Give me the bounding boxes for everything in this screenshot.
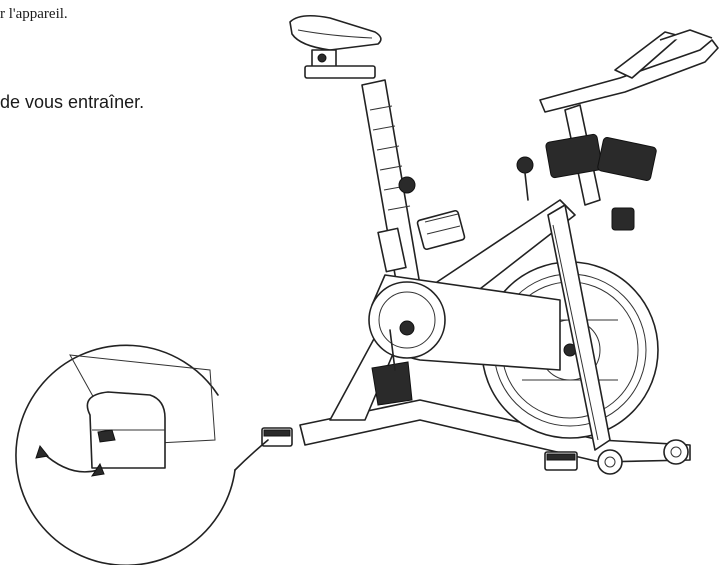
- seat-post: [361, 79, 421, 293]
- pedal-right: [371, 329, 413, 406]
- resistance-knob: [516, 156, 534, 201]
- saddle: [289, 14, 382, 79]
- transport-wheels: [597, 439, 689, 475]
- frame-front-fork: [547, 204, 611, 451]
- double-arrow-icon: [35, 444, 105, 477]
- front-stabilizer: [261, 399, 691, 471]
- leveling-foot-detail: [15, 344, 269, 565]
- pedal-left: [416, 209, 466, 251]
- callout-pointer: [234, 439, 269, 471]
- instruction-text-train: de vous entraîner.: [0, 92, 145, 112]
- instruction-text-partial: r l'appareil.: [0, 6, 68, 22]
- exercise-bike-drawing: [261, 14, 719, 475]
- handlebar: [539, 29, 719, 231]
- chain-guard: [368, 274, 561, 371]
